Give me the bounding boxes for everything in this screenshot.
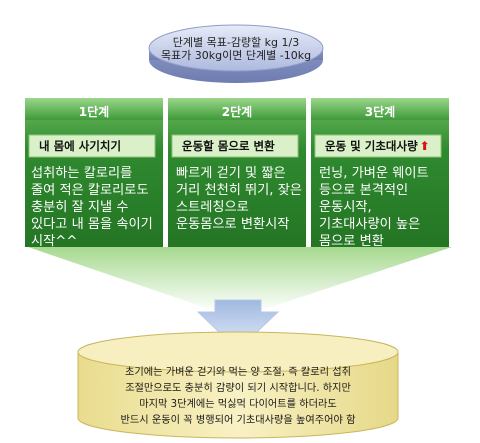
stage-2-description: 빠르게 걷기 및 짧은 거리 천천히 뛰기, 잦은 스트레칭으로 운동몸으로 변…	[176, 166, 302, 232]
stage-1-title: 1단계	[78, 105, 110, 119]
top-goal-disk	[148, 24, 324, 83]
stage-2-label: 운동할 몸으로 변환	[182, 139, 275, 153]
bottom-summary-line-4: 반드시 운동이 꼭 병행되어 기초대사량을 높여주어야 함	[120, 415, 356, 426]
stage-1-description: 섭취하는 칼로리를 줄여 적은 칼로리로도 충분히 잘 지낼 수 있다고 내 몸…	[31, 166, 153, 249]
bottom-summary-line-3: 마지막 3단계에는 먹싫먹 다이어트를 하더라도	[139, 399, 337, 410]
stage-3-label-box: 운동 및 기초대사량 ⬆	[315, 135, 441, 157]
stage-3-title: 3단계	[364, 105, 396, 119]
stage-2-title: 2단계	[221, 105, 253, 119]
bottom-summary-text: 초기에는 가벼운 걷기와 먹는 양 조절, 즉 칼로리 섭취 조절만으로도 충분…	[82, 365, 394, 429]
stage-3-label: 운동 및 기초대사량	[325, 139, 418, 153]
top-goal-line-1: 단계별 목표-감량할 kg 1/3	[172, 36, 300, 49]
funnel-shape	[28, 247, 452, 312]
stage-3-description: 런닝, 가벼운 웨이트 등으로 본격적인 운동시작, 기초대사량이 높은 몸으로…	[319, 166, 429, 249]
bottom-summary-line-1: 초기에는 가벼운 걷기와 먹는 양 조절, 즉 칼로리 섭취	[125, 367, 351, 378]
bottom-summary-cylinder	[77, 331, 399, 439]
top-goal-line-2: 목표가 30kg이면 단계별 -10kg	[160, 49, 312, 62]
stage-panels	[25, 98, 449, 247]
stage-1-label: 내 몸에 사기치기	[39, 139, 122, 153]
top-goal-text: 단계별 목표-감량할 kg 1/3 목표가 30kg이면 단계별 -10kg	[149, 36, 323, 62]
red-up-arrow-icon: ⬆	[419, 139, 430, 153]
bottom-summary-line-2: 조절만으로도 충분히 감량이 되기 시작합니다. 하지만	[125, 383, 351, 394]
down-arrow-icon	[196, 299, 280, 351]
